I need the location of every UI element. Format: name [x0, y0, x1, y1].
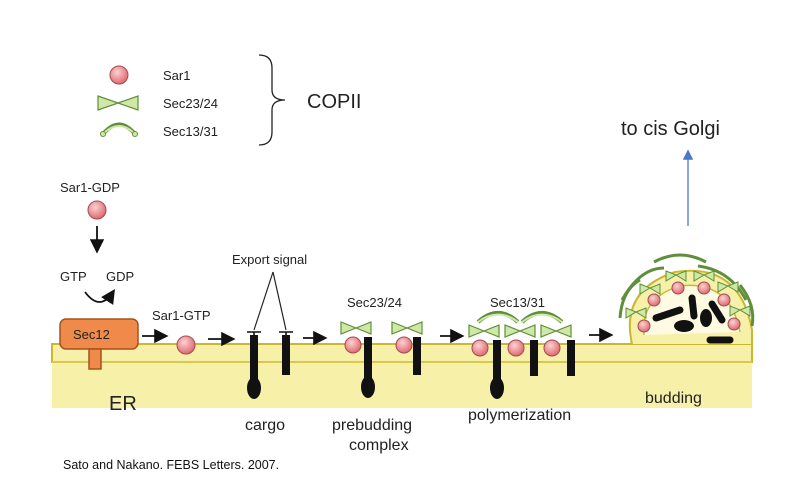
legend-label-sar1: Sar1: [163, 68, 190, 83]
destination-label: to cis Golgi: [621, 118, 720, 140]
sar1-gtp-sphere: [176, 335, 196, 355]
sec23-24-legend-icon: [97, 95, 139, 111]
gdp-label: GDP: [106, 269, 134, 284]
er-membrane: [51, 320, 753, 408]
sec13-31-legend-icon: [100, 122, 138, 137]
sec12-box: [59, 318, 139, 370]
stage-label-prebudding: prebudding: [332, 417, 412, 434]
stage-label-complex: complex: [349, 437, 409, 454]
stage-label-budding: budding: [645, 390, 702, 407]
gtp-label: GTP: [60, 269, 87, 284]
gtp-gdp-exchange-arrow: [84, 288, 115, 305]
cargo-molecules: [247, 331, 293, 399]
stage-label-polymerization: polymerization: [468, 407, 571, 424]
legend: Sar1 Sec23/24 Sec13/31 COPII: [97, 54, 361, 146]
sar1-legend-icon: [109, 65, 129, 85]
prebudding-complex: [340, 321, 423, 398]
sec23-24-stage-label: Sec23/24: [347, 295, 402, 310]
er-label: ER: [109, 393, 137, 415]
export-signal-lines: [253, 271, 287, 331]
polymerization-complex: [468, 311, 575, 399]
sec12-label: Sec12: [73, 327, 110, 342]
sar1-gtp-label: Sar1-GTP: [152, 308, 211, 323]
legend-label-sec23-24: Sec23/24: [163, 96, 218, 111]
copii-label: COPII: [307, 91, 361, 113]
stage-label-cargo: cargo: [245, 417, 285, 434]
sec13-31-stage-label: Sec13/31: [490, 295, 545, 310]
copii-brace: [258, 54, 286, 146]
sar1-gdp-sphere: [87, 200, 107, 220]
sar1-gdp-label: Sar1-GDP: [60, 180, 120, 195]
export-signal-label: Export signal: [232, 252, 307, 267]
legend-label-sec13-31: Sec13/31: [163, 124, 218, 139]
citation: Sato and Nakano. FEBS Letters. 2007.: [63, 458, 280, 472]
budding-vesicle: [618, 253, 755, 345]
